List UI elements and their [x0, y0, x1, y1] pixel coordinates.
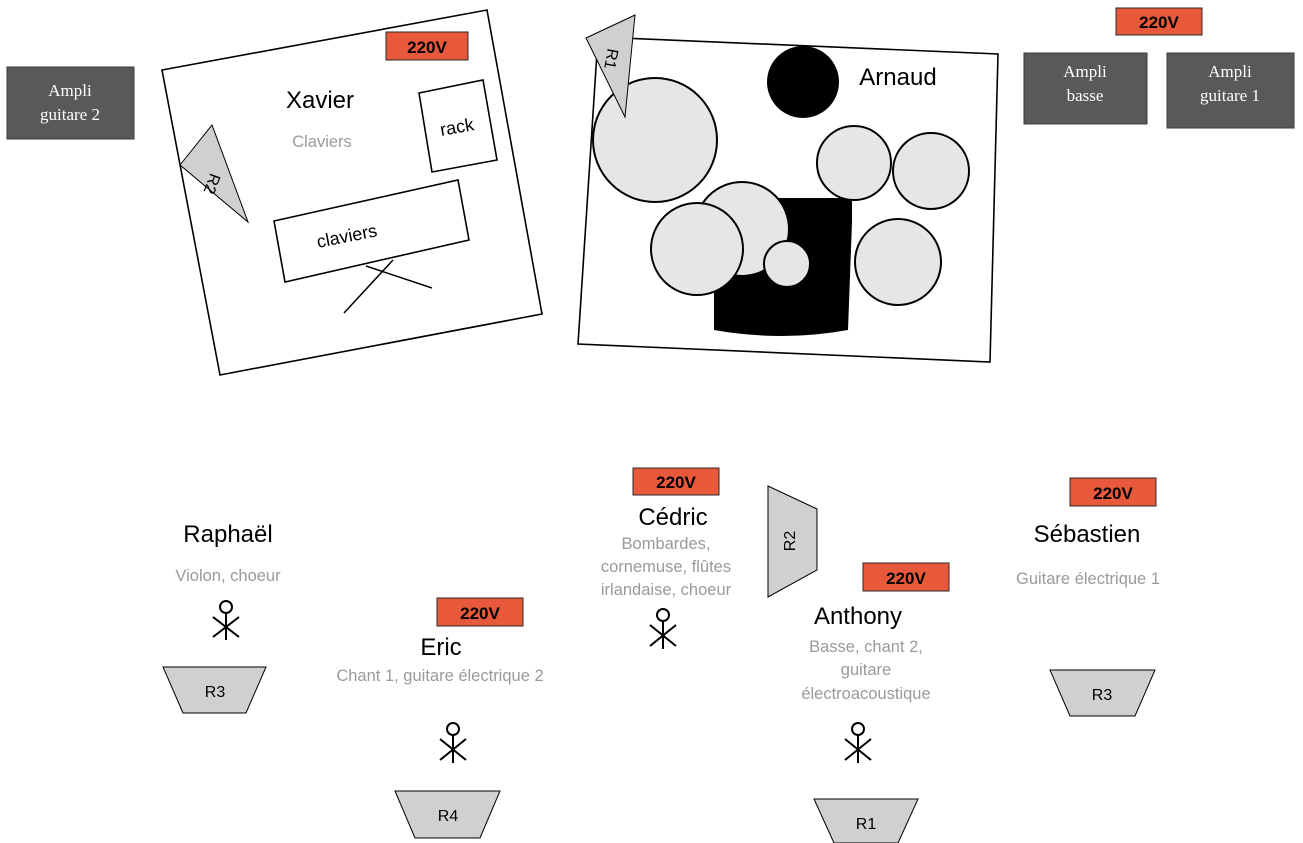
monitor-r1-anthony-label: R1	[856, 816, 877, 833]
musician-name-raphael: Raphaël	[183, 521, 272, 548]
monitor-r3-raphael: R3	[162, 666, 267, 714]
musician-role-eric: Chant 1, guitare électrique 2	[336, 667, 543, 685]
drum-kit	[592, 46, 970, 336]
cymbal	[592, 77, 718, 203]
mic-stand-icon	[649, 608, 677, 649]
monitor-r1-arnaud-label: R1	[600, 47, 620, 70]
power-badge-sebastien: 220V	[1069, 477, 1157, 507]
power-badge-label: 220V	[407, 38, 447, 57]
power-badge-label: 220V	[1139, 13, 1179, 32]
musician-role-anthony-line-1: Basse, chant 2,	[809, 638, 923, 656]
drum-throne	[767, 46, 839, 118]
monitor-r3-raphael-label: R3	[205, 684, 226, 701]
monitor-r1-anthony: R1	[813, 798, 919, 843]
rack: rack	[418, 79, 498, 173]
power-badge-eric: 220V	[436, 597, 524, 627]
mic-stand-icon	[212, 600, 240, 640]
amp-basse: Ampli basse	[1023, 52, 1148, 125]
power-badge-cedric: 220V	[632, 467, 720, 496]
musician-name-anthony: Anthony	[814, 603, 902, 630]
amp-guitare-1: Ampli guitare 1	[1166, 52, 1295, 129]
amp-guitare-1-line-1: Ampli	[1208, 62, 1252, 81]
tom	[816, 125, 892, 201]
mic-stand-icon	[844, 722, 872, 763]
amp-guitare-2-line-2: guitare 2	[40, 105, 100, 124]
monitor-r4-eric: R4	[394, 790, 501, 839]
musician-name-xavier: Xavier	[286, 87, 354, 114]
floor-tom	[650, 202, 744, 296]
musician-role-cedric-line-3: irlandaise, choeur	[601, 581, 732, 599]
amp-basse-line-2: basse	[1067, 86, 1104, 105]
monitor-r2-xavier: R2	[179, 123, 250, 224]
mic-stand-icon	[439, 722, 467, 763]
musician-name-eric: Eric	[420, 634, 461, 661]
musician-role-sebastien: Guitare électrique 1	[1016, 570, 1160, 588]
amp-guitare-1-line-2: guitare 1	[1200, 86, 1260, 105]
monitor-r2-xavier-label: R2	[200, 171, 223, 196]
amp-guitare-2-line-1: Ampli	[48, 81, 92, 100]
musician-role-cedric-line-2: cornemuse, flûtes	[601, 558, 731, 576]
monitor-r4-eric-label: R4	[438, 808, 459, 825]
musician-role-cedric-line-1: Bombardes,	[622, 535, 711, 553]
power-badge-xavier: 220V	[385, 31, 469, 61]
tom	[892, 132, 970, 210]
musician-name-arnaud: Arnaud	[859, 64, 936, 91]
musician-name-cedric: Cédric	[638, 504, 707, 531]
power-badge-label: 220V	[460, 604, 500, 623]
power-badge-label: 220V	[656, 473, 696, 492]
monitor-r2-cedric-label: R2	[782, 531, 799, 552]
snare	[763, 240, 811, 288]
power-badge-label: 220V	[886, 569, 926, 588]
monitor-r3-sebastien-label: R3	[1092, 687, 1113, 704]
amp-basse-line-1: Ampli	[1063, 62, 1107, 81]
monitor-r1-arnaud: R1	[585, 14, 636, 119]
power-badge-label: 220V	[1093, 484, 1133, 503]
musician-name-sebastien: Sébastien	[1034, 521, 1141, 548]
musician-role-anthony-line-3: électroacoustique	[801, 685, 930, 703]
musician-role-anthony-line-2: guitare	[841, 661, 891, 679]
power-badge-amps: 220V	[1115, 7, 1203, 36]
amp-guitare-2: Ampli guitare 2	[6, 66, 135, 140]
floor-tom	[854, 218, 942, 306]
keyboard: claviers	[273, 179, 470, 314]
power-badge-anthony: 220V	[862, 562, 950, 592]
monitor-r3-sebastien: R3	[1049, 669, 1156, 717]
monitor-r2-cedric: R2	[767, 485, 818, 598]
musician-role-xavier: Claviers	[292, 133, 352, 151]
musician-role-raphael: Violon, choeur	[175, 567, 281, 585]
